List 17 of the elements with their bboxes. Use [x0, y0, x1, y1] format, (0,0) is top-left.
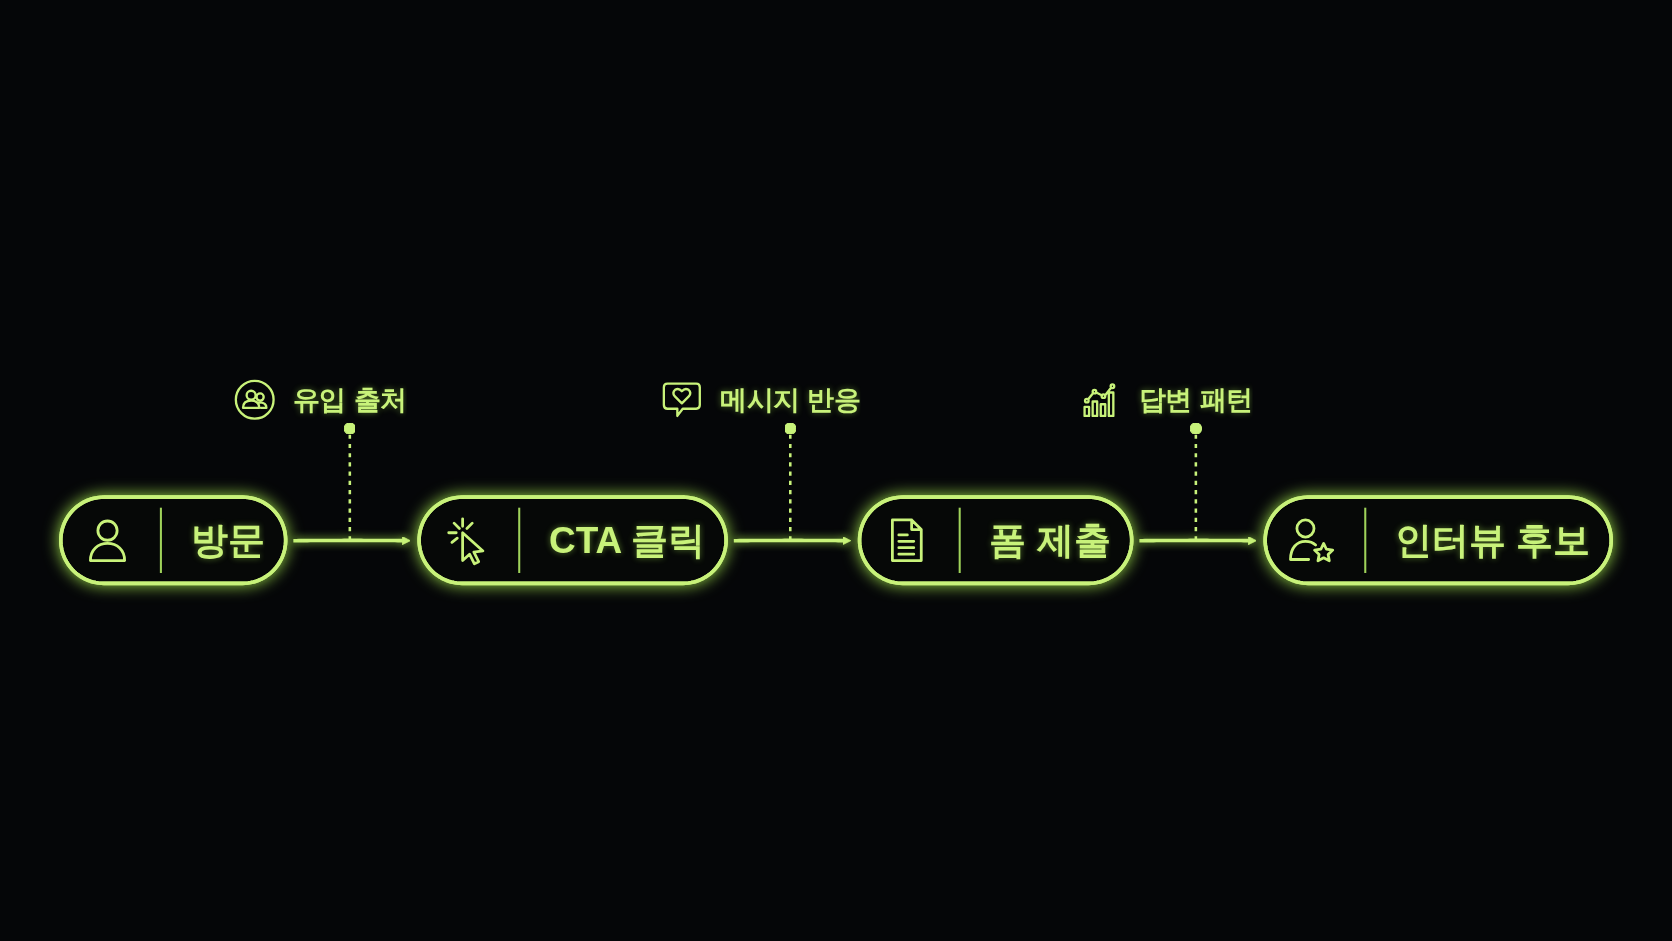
process-pill — [417, 495, 728, 586]
step-label: 방문 — [190, 517, 265, 563]
leader-line — [784, 421, 797, 541]
arrow — [1139, 536, 1257, 546]
annotation-text: 유입 출처 — [292, 379, 407, 420]
step-label: 인터뷰 후보 — [1395, 517, 1591, 563]
arrow — [733, 536, 852, 546]
process-pill — [857, 495, 1134, 586]
process-pill — [59, 495, 288, 586]
leader-line — [1189, 421, 1203, 541]
arrow — [293, 536, 411, 546]
annotation-text: 답변 패턴 — [1138, 379, 1253, 420]
step-label: 폼 제출 — [989, 517, 1111, 563]
leader-line — [343, 421, 357, 541]
step-label: CTA 클릭 — [549, 517, 706, 563]
process-pill — [1263, 495, 1613, 586]
annotation-text: 메시지 반응 — [719, 379, 861, 420]
